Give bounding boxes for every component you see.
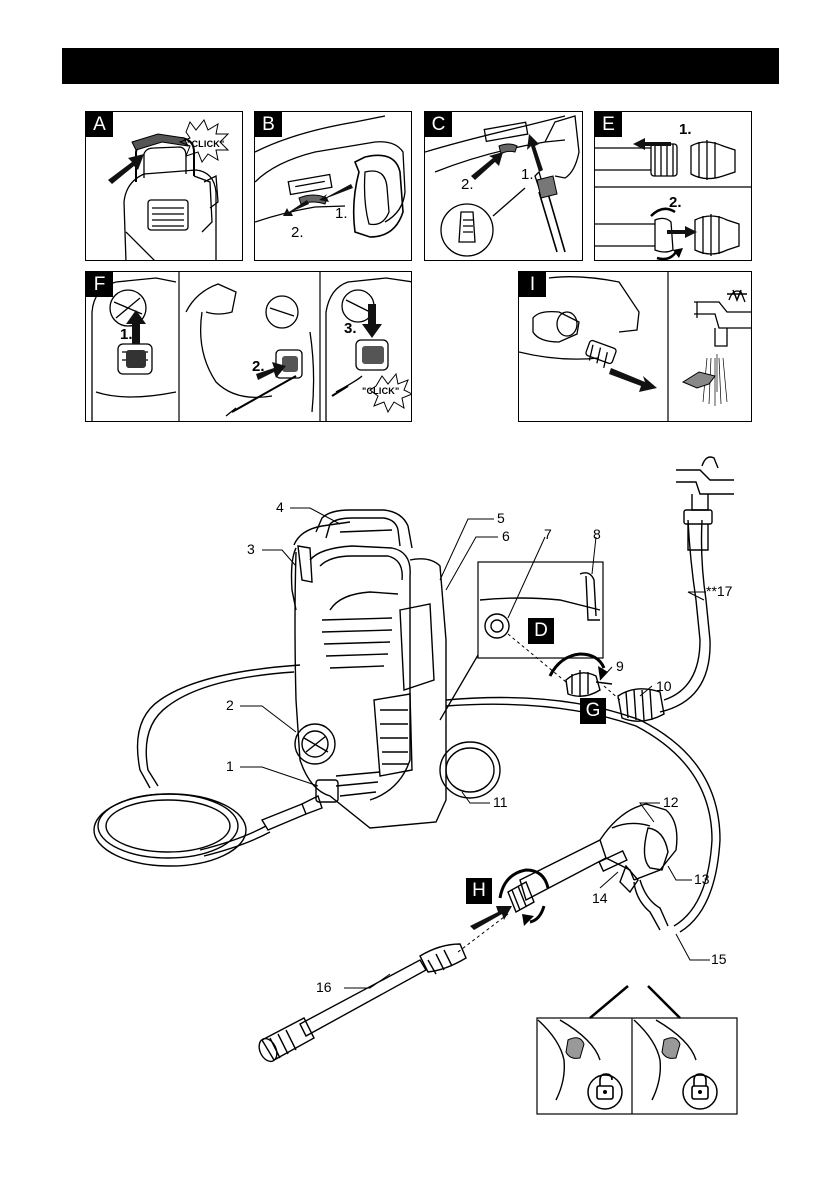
callout-5: 5 — [497, 510, 505, 526]
callout-16: 16 — [316, 979, 332, 995]
callout-13: 13 — [694, 871, 710, 887]
callout-14: 14 — [592, 890, 608, 906]
unlock-icon — [588, 1074, 622, 1109]
callout-17: **17 — [706, 583, 732, 599]
callout-1: 1 — [226, 758, 234, 774]
tag-h: H — [466, 878, 492, 904]
tag-d: D — [528, 618, 554, 644]
callout-2: 2 — [226, 697, 234, 713]
callout-6: 6 — [502, 528, 510, 544]
spray-lance — [256, 944, 466, 1064]
push-arrow-icon — [470, 906, 512, 930]
callout-11: 11 — [493, 794, 508, 810]
spray-gun — [508, 804, 677, 930]
callout-8: 8 — [593, 526, 601, 542]
callout-3: 3 — [247, 541, 255, 557]
callout-15: 15 — [711, 951, 727, 967]
callout-7: 7 — [544, 526, 552, 542]
callout-12: 12 — [663, 794, 679, 810]
callout-9: 9 — [616, 658, 624, 674]
callout-4: 4 — [276, 499, 284, 515]
callout-10: 10 — [656, 678, 672, 694]
hose-coil — [94, 665, 300, 866]
pressure-washer-unit — [292, 510, 501, 828]
lock-icon — [683, 1074, 717, 1109]
tag-g: G — [580, 698, 606, 724]
